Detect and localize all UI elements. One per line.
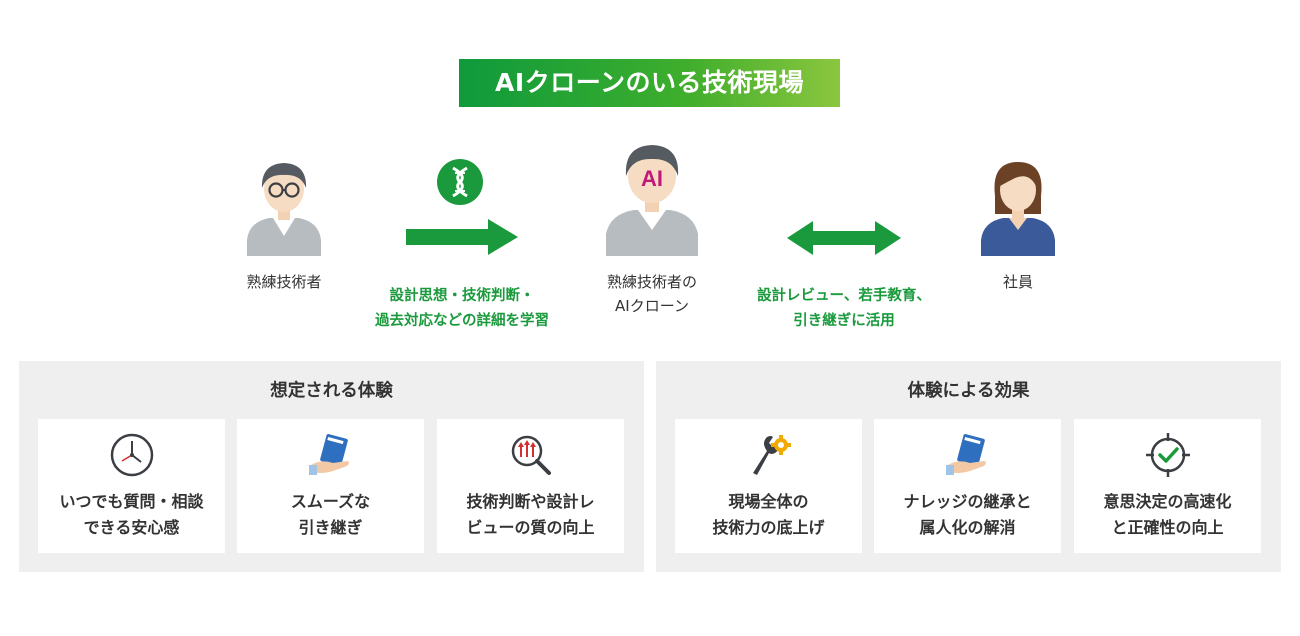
clone-label: 熟練技術者の AIクローン (585, 270, 719, 318)
handover-book-icon (944, 431, 992, 479)
magnifier-improvement-icon (507, 431, 555, 479)
card-text-line1: スムーズな (290, 492, 371, 511)
learn-arrow (406, 219, 518, 259)
card-text-line1: ナレッジの継承と (903, 492, 1032, 511)
learn-caption-line2: 過去対応などの詳細を学習 (375, 313, 549, 329)
effect-panel: 体験による効果 現場全体の 技術力の底上げ (656, 361, 1281, 572)
dna-icon (436, 158, 484, 210)
experience-panel: 想定される体験 いつでも質問・相談 できる安心感 スム (19, 361, 644, 572)
target-check-icon (1144, 431, 1192, 479)
ai-clone-person-icon: AI (602, 138, 702, 256)
clone-label-line2: AIクローン (615, 297, 689, 315)
learn-caption: 設計思想・技術判断・ 過去対応などの詳細を学習 (350, 284, 574, 334)
card-text-line2: 属人化の解消 (919, 518, 1016, 537)
diagram-title: AIクローンのいる技術現場 (459, 59, 840, 107)
employee-label: 社員 (1002, 273, 1033, 291)
experience-card: 技術判断や設計レ ビューの質の向上 (437, 419, 624, 553)
use-caption-line1: 設計レビュー、若手教育、 (757, 288, 931, 304)
ai-face-text: AI (641, 166, 663, 191)
person-with-glasses-icon (243, 156, 325, 256)
card-text-line2: できる安心感 (83, 518, 180, 537)
effect-panel-title: 体験による効果 (907, 381, 1030, 401)
card-text-line2: ビューの質の向上 (466, 518, 595, 537)
clone-label-line1: 熟練技術者の (606, 273, 697, 291)
effect-card: ナレッジの継承と 属人化の解消 (874, 419, 1061, 553)
expert-label: 熟練技術者 (246, 273, 322, 291)
effect-card: 現場全体の 技術力の底上げ (675, 419, 862, 553)
card-text-line2: 技術力の底上げ (712, 518, 825, 537)
card-text-line1: 現場全体の (728, 492, 809, 511)
handover-book-icon (307, 431, 355, 479)
female-employee-icon (977, 156, 1059, 256)
learn-caption-line1: 設計思想・技術判断・ (389, 288, 535, 304)
experience-card: スムーズな 引き継ぎ (237, 419, 424, 553)
experience-card: いつでも質問・相談 できる安心感 (38, 419, 225, 553)
card-text-line1: 意思決定の高速化 (1103, 492, 1232, 511)
wrench-gear-icon (745, 431, 793, 479)
card-text-line1: 技術判断や設計レ (466, 492, 595, 511)
card-text-line2: と正確性の向上 (1111, 518, 1224, 537)
use-caption: 設計レビュー、若手教育、 引き継ぎに活用 (732, 284, 956, 334)
effect-card: 意思決定の高速化 と正確性の向上 (1074, 419, 1261, 553)
experience-panel-title: 想定される体験 (270, 381, 393, 401)
double-arrow (787, 221, 901, 259)
clock-icon (108, 431, 156, 479)
card-text-line1: いつでも質問・相談 (59, 492, 204, 511)
use-caption-line2: 引き継ぎに活用 (793, 313, 895, 329)
card-text-line2: 引き継ぎ (298, 518, 363, 537)
